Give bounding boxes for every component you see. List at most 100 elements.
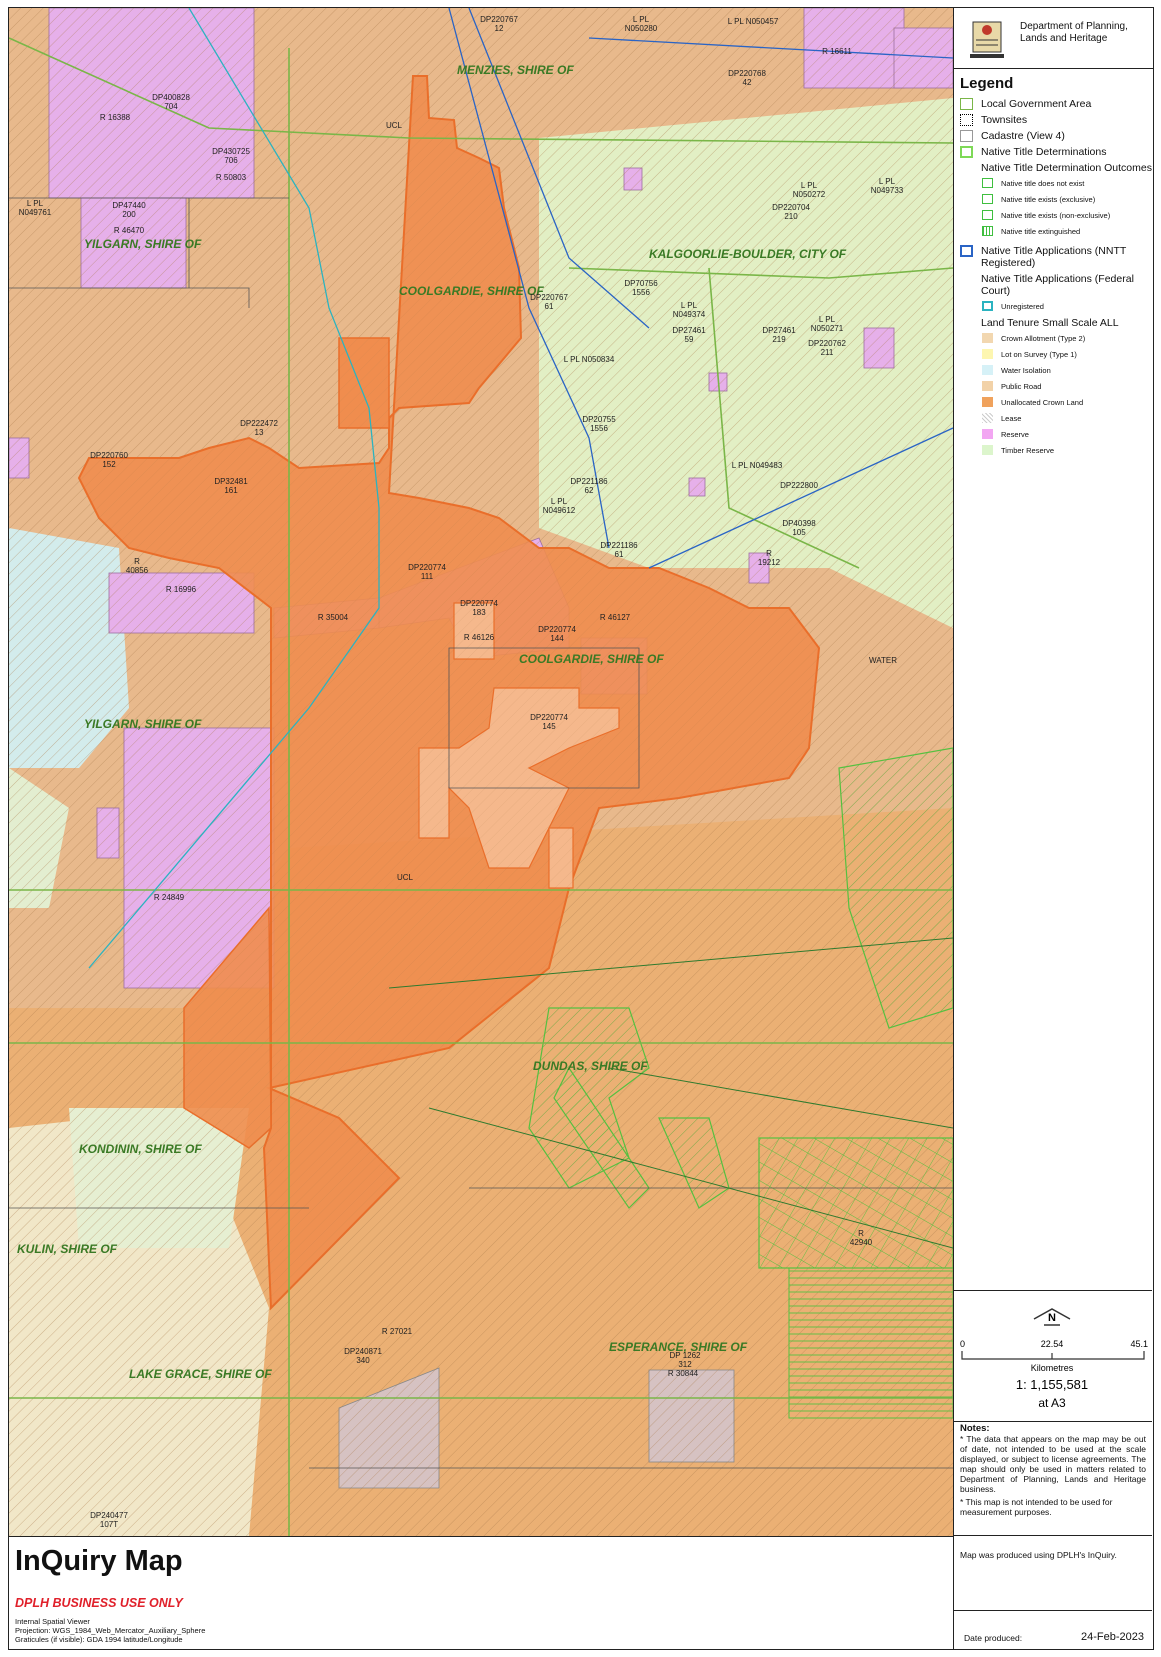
unregistered-line: [88, 8, 380, 969]
legend-label: Unallocated Crown Land: [1001, 398, 1084, 407]
shire-label: COOLGARDIE, SHIRE OF: [519, 652, 664, 666]
north-arrow-icon: [1033, 1308, 1071, 1320]
legend-panel: Department of Planning, Lands and Herita…: [954, 7, 1154, 1650]
legend-item-nntt: Native Title Applications (NNTT Register…: [954, 243, 1153, 271]
legend-item-timber-reserve: Timber Reserve: [954, 443, 1153, 459]
parcel-label: R 16996: [166, 585, 197, 594]
legend-item-lga: Local Government Area: [954, 96, 1153, 112]
north-label: N: [1048, 1312, 1056, 1324]
legend-item-water-isolation: Water Isolation: [954, 363, 1153, 379]
legend-label: Lease: [1001, 414, 1022, 423]
scale-unit: Kilometres: [1031, 1363, 1074, 1373]
date-produced-box: Date produced: 24-Feb-2023: [954, 1610, 1152, 1651]
wa-government-crest-icon: [970, 21, 1004, 58]
meta-line-1: Internal Spatial Viewer: [15, 1617, 90, 1626]
parcel-label: R 46470: [114, 226, 145, 235]
notes-title: Notes:: [960, 1423, 990, 1434]
shire-label: DUNDAS, SHIRE OF: [533, 1059, 648, 1073]
native-title-grid: [758, 1137, 953, 1269]
scale-bar-box: N 0 22.54 45.1 Kilometres 1: 1,155,581 a…: [954, 1290, 1152, 1422]
legend-item-townsites: Townsites: [954, 112, 1153, 128]
legend-label: Local Government Area: [981, 98, 1092, 110]
parcel-label: UCL: [397, 873, 414, 882]
legend-item-public-road: Public Road: [954, 379, 1153, 395]
legend-label: Land Tenure Small Scale ALL: [981, 317, 1119, 329]
legend-label: Timber Reserve: [1001, 446, 1055, 455]
parcel-label: R 24849: [154, 893, 185, 902]
legend-list: Local Government Area Townsites Cadastre…: [954, 96, 1153, 459]
legend-label: Unregistered: [1001, 302, 1044, 311]
legend-label: Cadastre (View 4): [981, 130, 1065, 142]
scale-ratio: 1: 1,155,581: [1016, 1377, 1088, 1392]
legend-label: Native title exists (non-exclusive): [1001, 211, 1111, 220]
road-lines: [388, 937, 953, 1249]
legend-item-reserve: Reserve: [954, 427, 1153, 443]
parcel-label: L PL N050457: [728, 17, 779, 26]
legend-label: Townsites: [981, 114, 1028, 126]
map-svg[interactable]: MENZIES, SHIRE OF YILGARN, SHIRE OF COOL…: [9, 8, 953, 1536]
cadastre-lines: [9, 197, 953, 1469]
meta-line-2: Projection: WGS_1984_Web_Mercator_Auxili…: [15, 1626, 206, 1635]
map-title: InQuiry Map: [15, 1545, 183, 1577]
legend-label: Native title extinguished: [1001, 227, 1081, 236]
legend-item-nt-determinations: Native Title Determinations: [954, 144, 1153, 160]
title-block: InQuiry Map DPLH BUSINESS USE ONLY Inter…: [8, 1537, 954, 1650]
native-title-hatched-east: [788, 1267, 953, 1419]
shire-label: KONDININ, SHIRE OF: [79, 1142, 202, 1156]
legend-label: Reserve: [1001, 430, 1029, 439]
legend-label: Public Road: [1001, 382, 1042, 391]
parcel-label: R 30844: [668, 1369, 699, 1378]
notes-box: Notes: * The data that appears on the ma…: [954, 1420, 1152, 1564]
legend-group-federal-court: Native Title Applications (Federal Court…: [954, 271, 1153, 299]
legend-label: Native Title Applications (Federal Court…: [981, 273, 1134, 297]
legend-group-land-tenure: Land Tenure Small Scale ALL: [954, 315, 1153, 331]
legend-label: Native Title Determinations: [981, 146, 1107, 158]
parcel-label: L PL N049483: [732, 461, 783, 470]
parcel-label: R 46126: [464, 633, 495, 642]
shire-labels: MENZIES, SHIRE OF YILGARN, SHIRE OF COOL…: [17, 63, 847, 1381]
scale-tick-1: 22.54: [1041, 1339, 1064, 1349]
legend-label: Native title exists (exclusive): [1001, 195, 1096, 204]
legend-label: Native Title Applications (NNTT Register…: [981, 245, 1127, 269]
legend-item-nt-non-exclusive: Native title exists (non-exclusive): [954, 208, 1153, 224]
panel-header: Department of Planning, Lands and Herita…: [954, 8, 1153, 69]
parcel-label: R 16388: [100, 113, 131, 122]
date-produced-label: Date produced:: [964, 1633, 1023, 1643]
shire-label: COOLGARDIE, SHIRE OF: [399, 284, 544, 298]
legend-item-crown-allotment: Crown Allotment (Type 2): [954, 331, 1153, 347]
legend-item-lot-on-survey: Lot on Survey (Type 1): [954, 347, 1153, 363]
meta-line-3: Graticules (if visible): GDA 1994 latitu…: [15, 1635, 183, 1644]
parcel-label: R 35004: [318, 613, 349, 622]
map-canvas[interactable]: MENZIES, SHIRE OF YILGARN, SHIRE OF COOL…: [8, 7, 954, 1537]
parcel-label: UCL: [386, 121, 403, 130]
scale-paper: at A3: [1038, 1396, 1066, 1410]
department-line-1: Department of Planning,: [1020, 21, 1128, 32]
shire-label: ESPERANCE, SHIRE OF: [609, 1340, 748, 1354]
parcel-label: R 50803: [216, 173, 247, 182]
nntt-lines: [448, 8, 953, 569]
shire-label: KULIN, SHIRE OF: [17, 1242, 118, 1256]
shire-label: YILGARN, SHIRE OF: [84, 237, 202, 251]
legend-item-nt-not-exist: Native title does not exist: [954, 176, 1153, 192]
parcel-label: L PL N050834: [564, 355, 615, 364]
